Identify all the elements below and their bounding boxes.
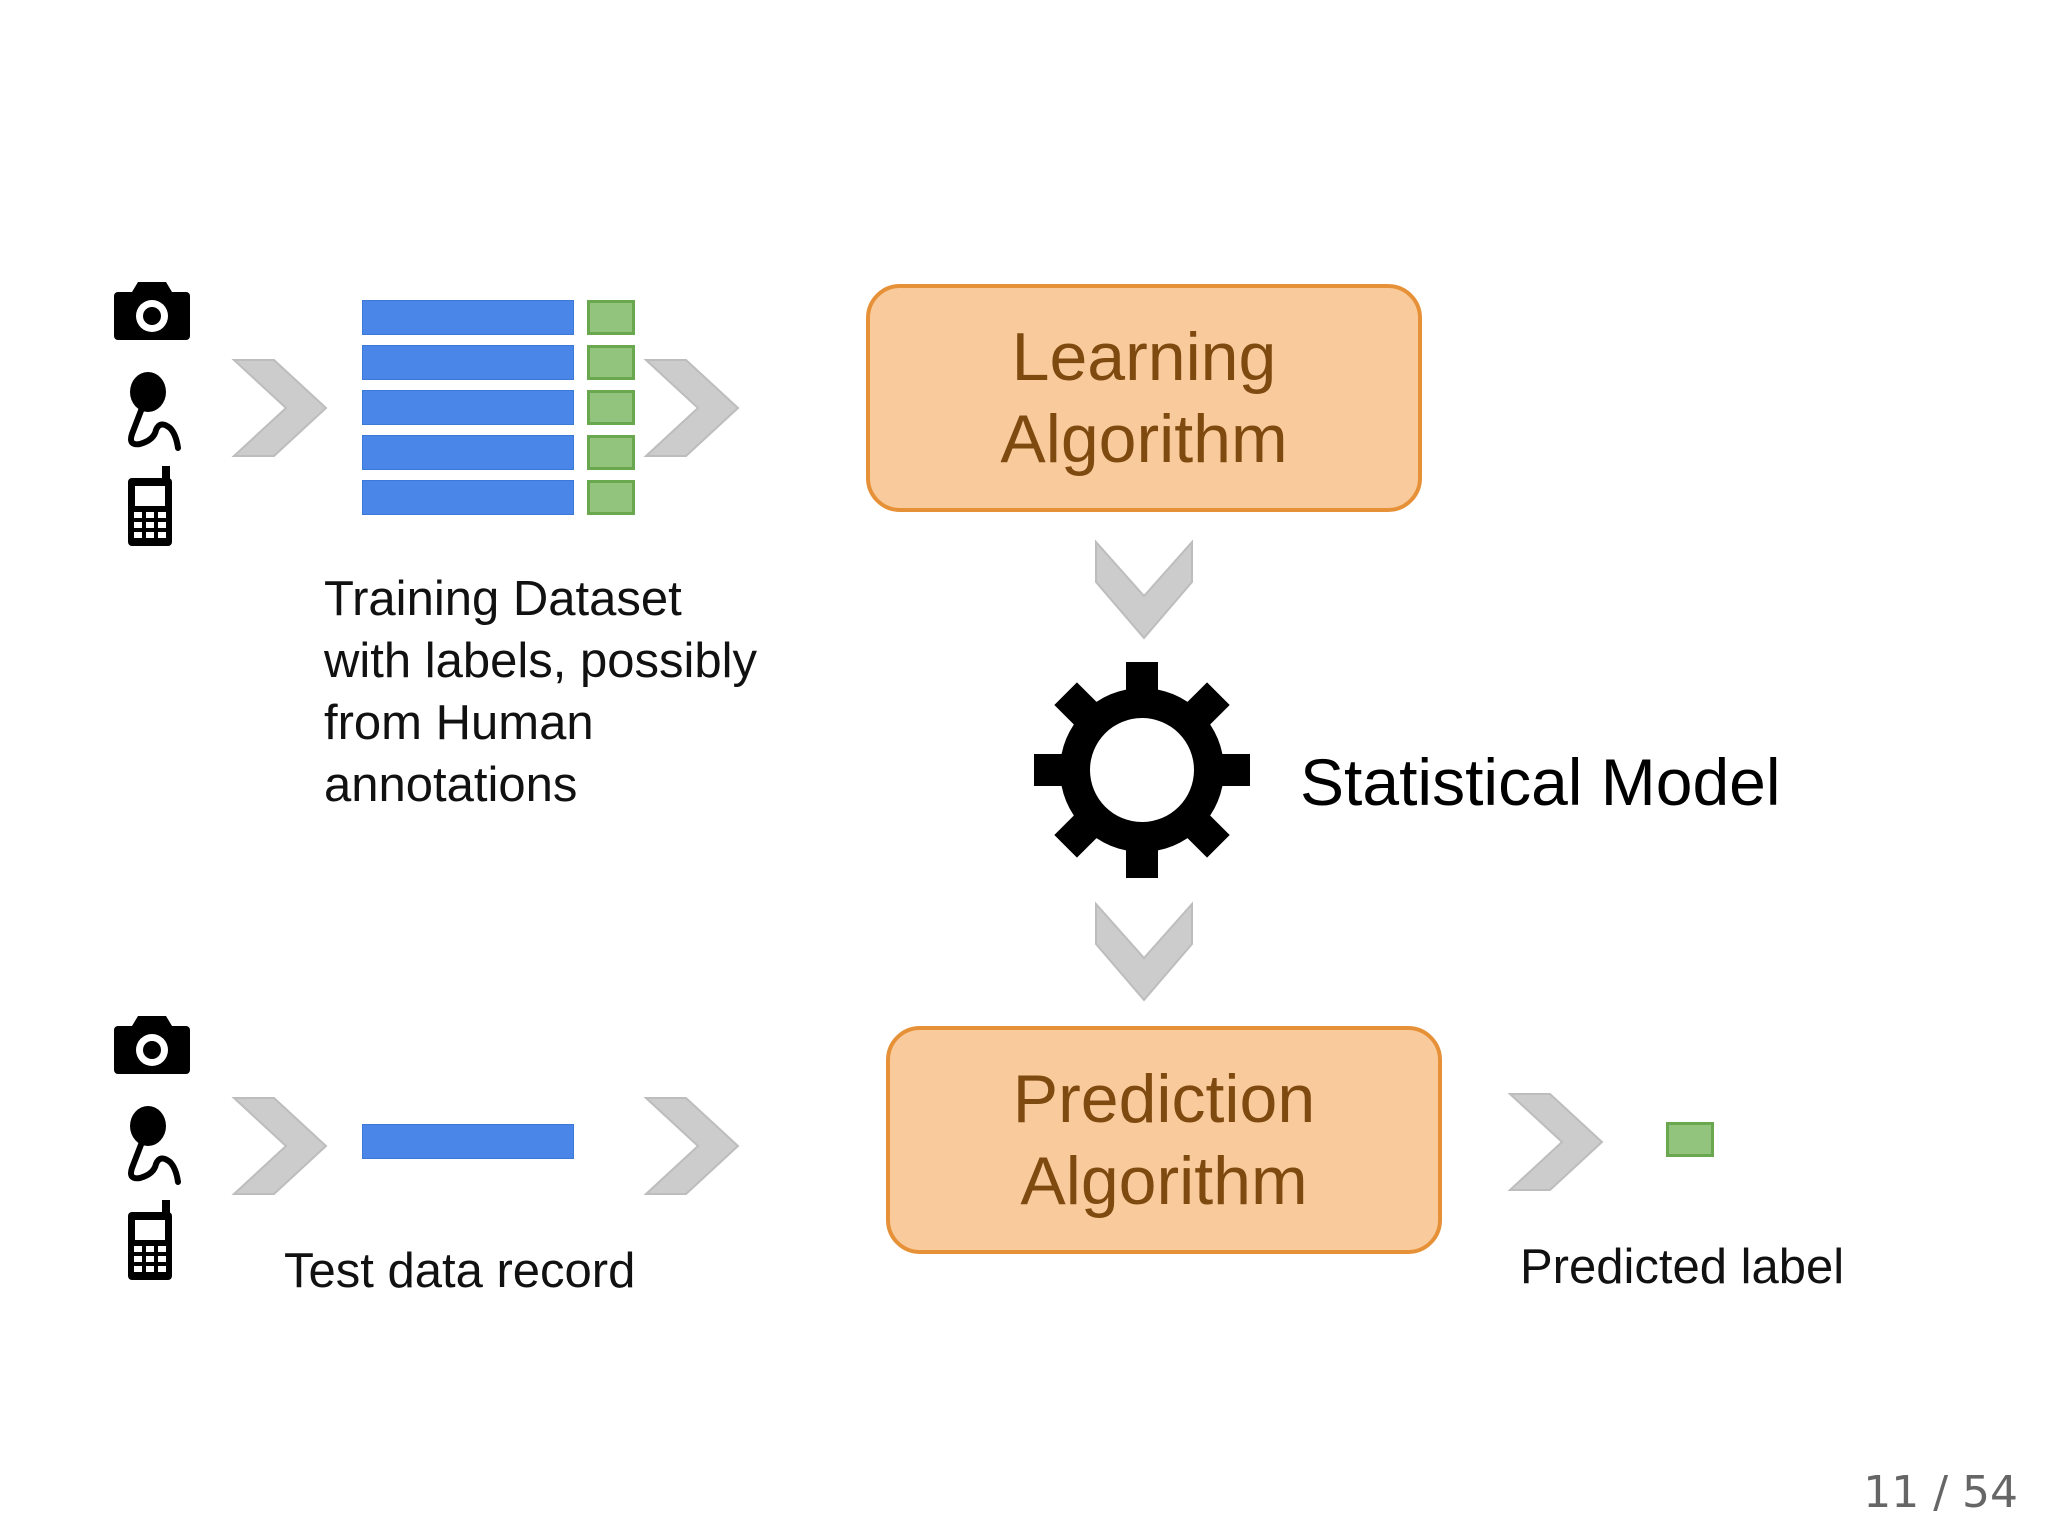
chevron-right-icon <box>642 356 746 460</box>
page-counter: 11 / 54 <box>1863 1467 2018 1518</box>
caption-line: with labels, possibly <box>324 634 758 688</box>
learning-algorithm-line1: Learning <box>1011 319 1277 395</box>
data-row-bar <box>362 480 574 515</box>
microphone-icon <box>120 370 186 452</box>
learning-algorithm-box: Learning Algorithm <box>866 284 1422 512</box>
caption-line: from Human <box>324 696 594 750</box>
statistical-model-label: Statistical Model <box>1300 745 1781 819</box>
chevron-right-icon <box>230 1094 334 1198</box>
gear-icon <box>1030 658 1254 882</box>
predicted-label-square <box>1666 1122 1714 1157</box>
caption-line: Training Dataset <box>324 572 682 626</box>
label-square <box>587 390 635 425</box>
mobile-phone-icon <box>126 1200 178 1282</box>
data-row-bar <box>362 300 574 335</box>
prediction-algorithm-line1: Prediction <box>1012 1061 1316 1137</box>
test-data-bar <box>362 1124 574 1159</box>
mobile-phone-icon <box>126 466 178 548</box>
camera-icon <box>112 278 192 342</box>
data-row-bar <box>362 435 574 470</box>
prediction-algorithm-box: Prediction Algorithm <box>886 1026 1442 1254</box>
learning-algorithm-line2: Algorithm <box>1000 401 1288 477</box>
chevron-right-icon <box>1506 1090 1610 1194</box>
label-square <box>587 435 635 470</box>
chevron-right-icon <box>642 1094 746 1198</box>
chevron-right-icon <box>230 356 334 460</box>
test-data-caption: Test data record <box>284 1244 636 1298</box>
chevron-down-icon <box>1092 538 1196 642</box>
predicted-label-caption: Predicted label <box>1520 1240 1845 1294</box>
caption-line: annotations <box>324 758 578 812</box>
training-dataset-caption: Training Dataset with labels, possibly f… <box>324 568 844 816</box>
label-square <box>587 300 635 335</box>
data-row-bar <box>362 390 574 425</box>
label-square <box>587 480 635 515</box>
prediction-algorithm-line2: Algorithm <box>1020 1143 1308 1219</box>
label-square <box>587 345 635 380</box>
chevron-down-icon <box>1092 900 1196 1004</box>
camera-icon <box>112 1012 192 1076</box>
data-row-bar <box>362 345 574 380</box>
microphone-icon <box>120 1104 186 1186</box>
